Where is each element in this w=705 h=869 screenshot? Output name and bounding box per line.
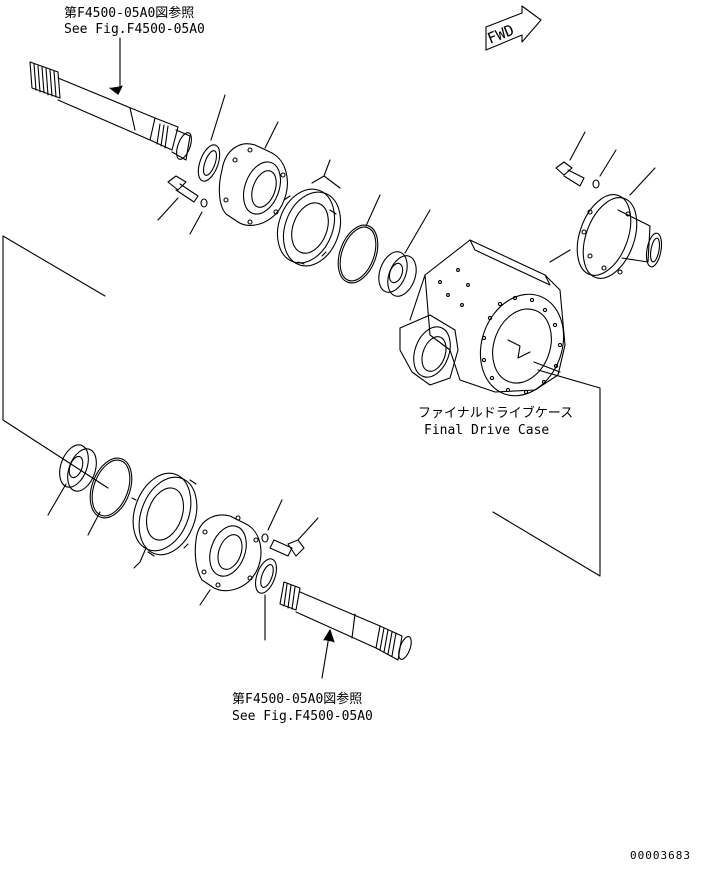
leader-line [264, 121, 279, 149]
leader-line [267, 499, 283, 531]
reference-bottom-jp: 第F4500-05A0図参照 [232, 692, 363, 707]
leader-line [133, 547, 147, 569]
leader-line [629, 167, 656, 196]
shim-set-upper [276, 188, 342, 267]
washer-right [592, 179, 600, 189]
reference-top-jp: 第F4500-05A0図参照 [64, 6, 195, 21]
o-ring-upper-inner [339, 226, 377, 282]
leader-line [297, 517, 319, 541]
shim-set-lower [131, 472, 198, 557]
fwd-arrow-icon: FWD [485, 5, 542, 51]
leader-line [311, 159, 341, 189]
drawing-number: 00003683 [630, 849, 691, 862]
leader-line [87, 511, 101, 536]
leader-line [189, 211, 203, 235]
leader-line [157, 197, 179, 221]
oil-seal-lower [254, 558, 278, 594]
leader-line [365, 194, 381, 227]
case-label-jp: ファイナルドライブケース [418, 406, 574, 421]
fwd-label: FWD [485, 21, 517, 48]
o-ring-lower [89, 457, 133, 519]
leader-line [533, 361, 601, 576]
output-flange [576, 194, 663, 279]
upper-axle-shaft [29, 61, 192, 161]
leader-arrowhead [109, 85, 123, 95]
reference-top-en: See Fig.F4500-05A0 [64, 22, 205, 37]
washer-upper [200, 198, 208, 208]
bolt-lower [269, 539, 305, 557]
bolt-upper [167, 175, 199, 203]
washer-lower [261, 533, 269, 543]
leader-line [210, 94, 226, 141]
leader-line [599, 149, 617, 177]
oil-seal-upper [197, 144, 221, 182]
reference-bottom-en: See Fig.F4500-05A0 [232, 709, 373, 724]
leader-line [404, 209, 431, 254]
outline-frame-connector [549, 249, 571, 263]
leader-arrowhead [323, 629, 335, 643]
outline-frame-left [2, 235, 109, 489]
bearing-lower [59, 444, 97, 492]
lower-axle-shaft [279, 581, 412, 661]
bolt-right [555, 161, 585, 187]
outline-frame-right [492, 511, 601, 577]
case-label-en: Final Drive Case [424, 423, 550, 438]
leader-line [47, 483, 67, 516]
final-drive-case [399, 239, 566, 397]
leader-line [569, 131, 586, 161]
leader-line [199, 589, 211, 606]
bearing-upper [378, 251, 417, 297]
bearing-cage-lower [194, 514, 262, 592]
bearing-cage-upper [218, 143, 288, 226]
o-ring-upper [337, 224, 379, 284]
